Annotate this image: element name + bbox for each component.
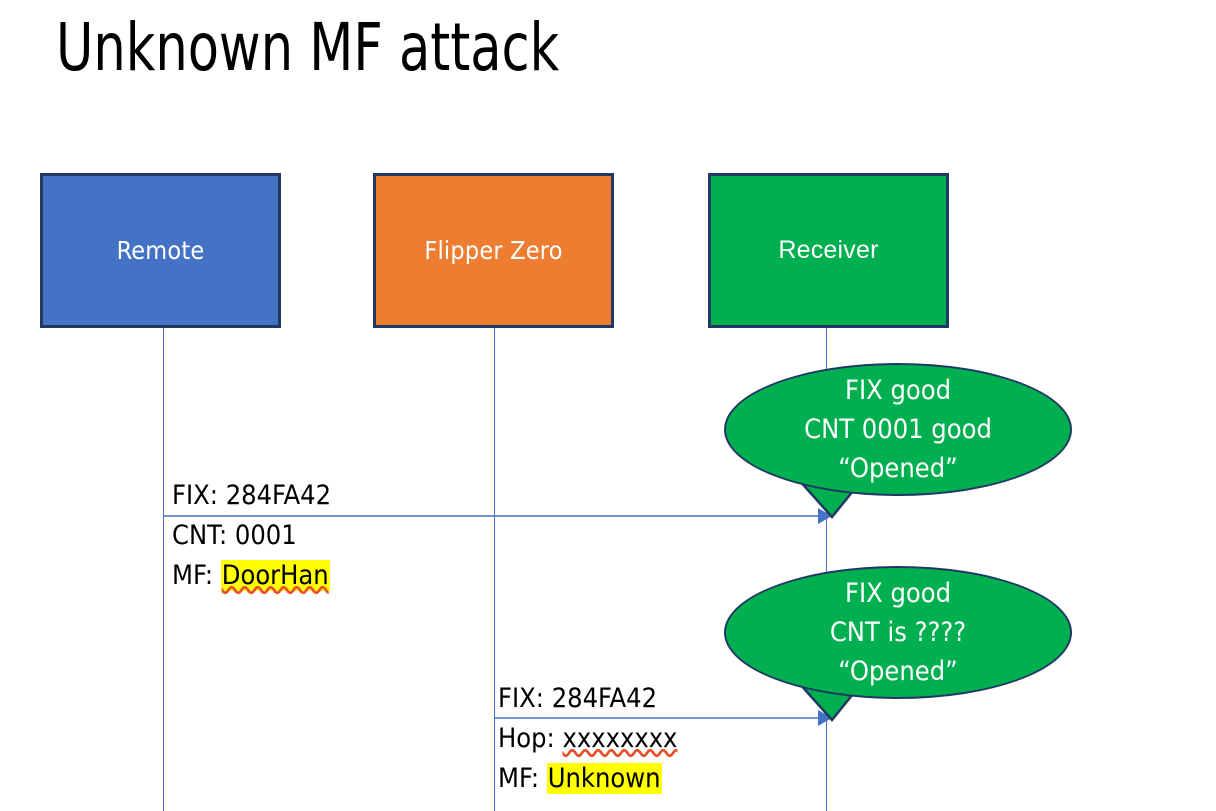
message-line: MF: DoorHan [172,556,331,596]
bubble-line: “Opened” [838,453,958,484]
message-field-label: MF: [172,560,214,591]
actor-box-flipper-zero[interactable]: Flipper Zero [373,173,614,328]
message-line: CNT: 0001 [172,516,331,556]
message-field-label: Hop: [498,723,555,754]
message-field-value: 284FA42 [225,480,332,511]
bubble-line: CNT 0001 good [804,414,992,445]
message-line: FIX: 284FA42 [172,476,331,516]
actor-label-remote: Remote [116,236,205,265]
message-line: FIX: 284FA42 [498,679,677,719]
bubble-line: FIX good [844,375,952,406]
message-text-remote-to-receiver: FIX: 284FA42 CNT: 0001 MF: DoorHan [172,476,331,596]
bubble-line: FIX good [844,578,952,609]
message-field-value-misspelled: xxxxxxxx [562,723,678,754]
message-field-value: 284FA42 [551,683,658,714]
bubble-line: “Opened” [838,656,958,687]
actor-label-flipper-zero: Flipper Zero [424,236,563,265]
message-text-flipper-to-receiver: FIX: 284FA42 Hop: xxxxxxxx MF: Unknown [498,679,677,799]
message-line: Hop: xxxxxxxx [498,719,677,759]
lifeline-flipper-zero [494,328,495,811]
speech-bubble-receiver-first: FIX good CNT 0001 good “Opened” [724,363,1072,496]
speech-bubble-receiver-second: FIX good CNT is ???? “Opened” [724,566,1072,699]
page-title: Unknown MF attack [56,9,560,86]
actor-box-receiver[interactable]: Receiver [708,173,949,328]
message-field-value: 0001 [234,520,297,551]
lifeline-receiver [826,328,827,811]
actor-label-receiver: Receiver [778,236,879,264]
message-field-label: FIX: [172,480,218,511]
message-field-value-highlighted: Unknown [546,763,662,794]
message-field-label: MF: [498,763,540,794]
message-field-label: CNT: [172,520,228,551]
lifeline-remote [163,328,164,811]
message-line: MF: Unknown [498,759,677,799]
actor-box-remote[interactable]: Remote [40,173,281,328]
message-field-value-highlighted: DoorHan [220,560,330,591]
bubble-line: CNT is ???? [829,617,967,648]
message-field-label: FIX: [498,683,544,714]
